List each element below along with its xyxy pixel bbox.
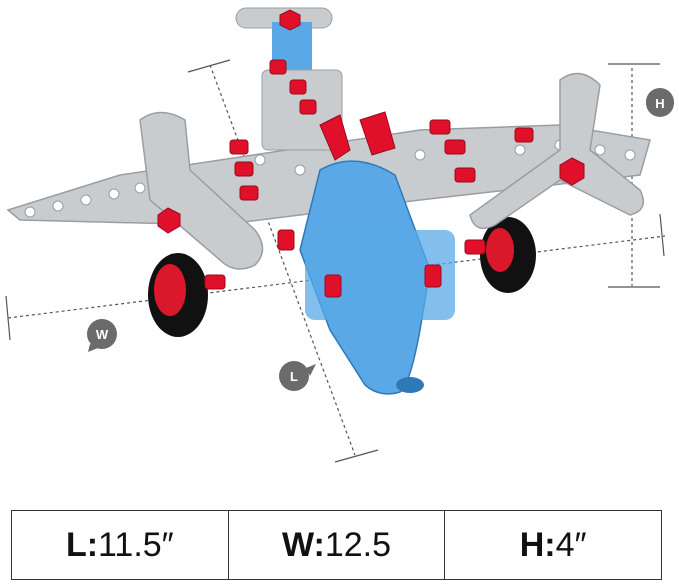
svg-text:L: L [290, 369, 298, 384]
width-value: 12.5 [324, 525, 391, 564]
svg-text:H: H [655, 96, 664, 111]
width-key: W: [282, 525, 325, 564]
width-cell: W: 12.5 [229, 511, 446, 579]
fuselage [299, 160, 455, 395]
width-badge: W [87, 319, 117, 352]
cross-struts [139, 72, 645, 270]
height-badge: H [645, 88, 674, 117]
length-cell: L: 11.5″ [12, 511, 229, 579]
dimensions-table: L: 11.5″ W: 12.5 H: 4″ [11, 510, 662, 580]
svg-text:W: W [96, 327, 109, 342]
wheels [148, 217, 536, 337]
toy-airplane-photo: H W L [5, 7, 674, 463]
length-key: L: [65, 525, 99, 564]
height-key: H: [519, 525, 556, 564]
length-value: 11.5″ [98, 525, 174, 564]
red-bolts [157, 9, 585, 298]
height-cell: H: 4″ [445, 511, 661, 579]
height-value: 4″ [555, 525, 587, 564]
length-badge: L [279, 361, 316, 391]
